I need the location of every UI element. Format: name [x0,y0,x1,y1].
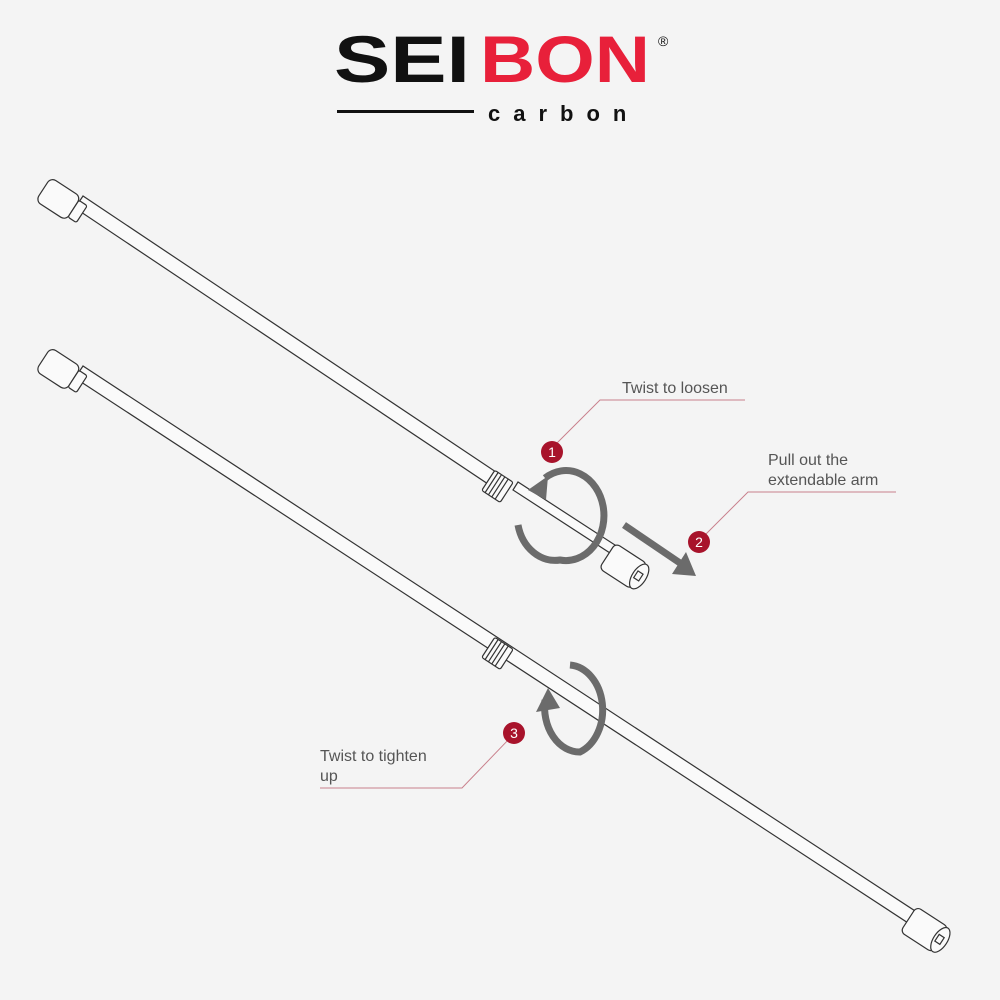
step-badge [688,531,710,553]
pull-arrow-icon [622,522,696,576]
step-number: 3 [510,725,518,741]
step-label: extendable arm [768,472,878,489]
step-label: Twist to loosen [622,380,728,397]
step-3: 3 Twist to tighten up [320,722,525,785]
twist-arrow-loosen-icon [514,467,608,565]
seibon-logo: SEI BON ® carbon [334,22,669,126]
rod-lower [37,349,951,953]
arrowhead [536,688,560,712]
step-1: 1 Twist to loosen [541,380,728,463]
arrowhead [528,476,548,500]
step-badge [503,722,525,744]
logo-registered: ® [658,33,669,49]
logo-sub: carbon [488,101,639,126]
step-label: Twist to tighten [320,748,427,765]
step-number: 2 [695,534,703,550]
logo-part-black: SEI [334,22,470,96]
step-label: up [320,768,338,785]
step-number: 1 [548,444,556,460]
step-2: 2 Pull out the extendable arm [688,452,878,553]
twist-arrow-tighten-icon [541,661,607,756]
leader-lines [320,399,896,789]
step-label: Pull out the [768,452,848,469]
step-badge [541,441,563,463]
logo-part-red: BON [480,22,650,96]
rod-upper [37,179,650,590]
logo-rule [337,110,474,113]
